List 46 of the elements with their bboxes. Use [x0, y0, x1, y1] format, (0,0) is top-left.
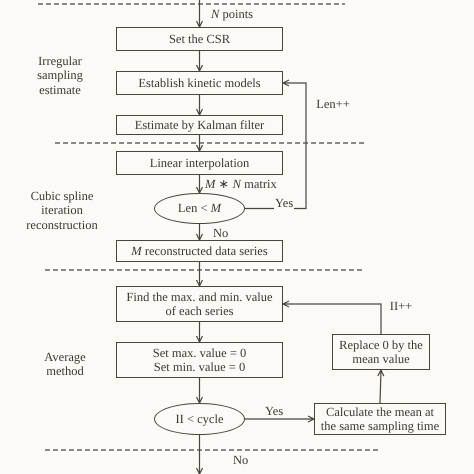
edge-label: Yes [274, 196, 294, 210]
section-label: Irregular sampling estimate [36, 54, 84, 98]
process-box [116, 151, 283, 175]
edge-label: N points [210, 7, 254, 22]
node-text: II < cycle [176, 412, 224, 426]
node-text: Estimate by Kalman filter [134, 118, 264, 132]
process-box [116, 71, 283, 95]
section-label: Cubic spline iteration reconstruction [25, 189, 99, 232]
section-label: II++ [388, 299, 414, 314]
arrow [196, 322, 204, 343]
arrow [196, 51, 204, 72]
arrow [196, 224, 204, 241]
node-text: Find the max. and min. value of each series [125, 290, 274, 318]
arrow [196, 262, 204, 287]
edge-label: Yes [264, 404, 284, 418]
arrow [245, 79, 307, 210]
arrow [196, 378, 204, 404]
process-box [314, 403, 446, 435]
node-text: Set max. value = 0 [152, 346, 246, 360]
process-box [116, 240, 283, 262]
node-text: Linear interpolation [150, 156, 250, 170]
node-text: Calculate the mean at the same sampling time [320, 404, 440, 434]
arrow [377, 369, 384, 404]
node-text: Establish kinetic models [138, 76, 261, 90]
edge-label: No [232, 453, 250, 468]
arrow [196, 175, 204, 194]
process-box [116, 115, 283, 135]
arrow [196, 95, 204, 116]
node-text: Len < M [178, 201, 222, 216]
node-text: Set min. value = 0 [154, 360, 246, 374]
process-box [332, 334, 430, 370]
node-text: M reconstructed data series [131, 244, 268, 258]
process-box [116, 342, 283, 378]
process-box [116, 27, 283, 51]
node-text: Set the CSR [168, 32, 230, 46]
edge-label: M ∗ N matrix [204, 177, 278, 192]
arrow [196, 135, 204, 152]
arrow [245, 415, 315, 423]
arrow [282, 300, 382, 334]
process-box [116, 286, 283, 322]
section-label: Len++ [315, 97, 351, 112]
arrow [196, 435, 204, 474]
node-text: Replace 0 by the mean value [338, 338, 424, 366]
edge-label: No [212, 226, 230, 240]
arrow [196, 0, 204, 28]
section-label: Average method [43, 350, 87, 379]
